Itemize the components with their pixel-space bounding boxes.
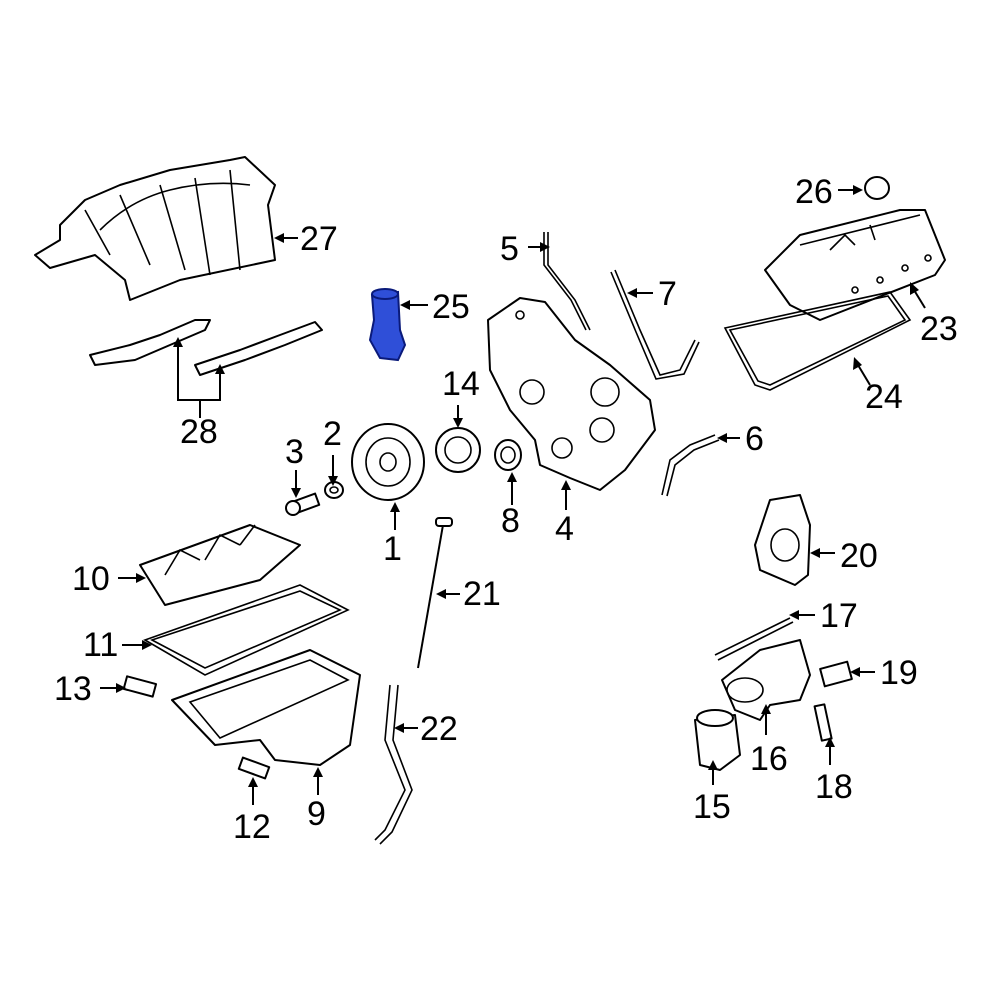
part-2-washer[interactable] xyxy=(324,481,344,499)
part-9-oil-pan[interactable] xyxy=(171,649,361,766)
part-1-pulley[interactable] xyxy=(351,423,425,501)
part-13-bolt[interactable] xyxy=(122,675,158,698)
part-14-seal[interactable] xyxy=(435,427,481,473)
callout-24: 24 xyxy=(865,378,903,416)
part-3-bolt[interactable] xyxy=(285,492,321,516)
part-6-tube[interactable] xyxy=(661,434,720,497)
part-27-intake-manifold[interactable] xyxy=(34,156,276,301)
part-18-bolt[interactable] xyxy=(813,703,833,742)
part-16-filter-adapter[interactable] xyxy=(721,639,811,721)
part-15-oil-filter[interactable] xyxy=(694,709,741,771)
callout-leaders xyxy=(100,185,926,805)
part-11-pan-gasket[interactable] xyxy=(143,584,350,676)
part-4-timing-cover[interactable] xyxy=(487,297,656,491)
part-10-baffle[interactable] xyxy=(139,524,301,606)
callout-6: 6 xyxy=(745,420,764,458)
part-19-sensor[interactable] xyxy=(819,660,853,688)
part-21-dipstick[interactable] xyxy=(417,517,453,669)
callout-22: 22 xyxy=(420,710,458,748)
callout-19: 19 xyxy=(880,654,918,692)
callout-1: 1 xyxy=(383,530,402,568)
part-12-drain-plug[interactable] xyxy=(237,756,271,780)
part-23-valve-cover[interactable] xyxy=(764,209,946,321)
part-25-highlighted-hose[interactable] xyxy=(368,288,407,362)
callout-5: 5 xyxy=(500,230,519,268)
callout-27: 27 xyxy=(300,220,338,258)
callout-12: 12 xyxy=(233,808,271,846)
callout-20: 20 xyxy=(840,537,878,575)
part-22-dipstick-tube[interactable] xyxy=(374,684,413,845)
callout-26: 26 xyxy=(795,173,833,211)
part-8-seal[interactable] xyxy=(494,439,522,471)
callout-21: 21 xyxy=(463,575,501,613)
part-24-valve-cover-gasket[interactable] xyxy=(723,291,912,391)
callout-2: 2 xyxy=(323,415,342,453)
callout-9: 9 xyxy=(307,795,326,833)
callout-11: 11 xyxy=(83,626,118,664)
part-17-gasket[interactable] xyxy=(714,617,794,661)
callout-3: 3 xyxy=(285,433,304,471)
callout-7: 7 xyxy=(658,275,677,313)
callout-23: 23 xyxy=(920,310,958,348)
callout-13: 13 xyxy=(54,670,92,708)
callout-8: 8 xyxy=(501,502,520,540)
part-20-cover[interactable] xyxy=(754,494,811,586)
callout-28: 28 xyxy=(180,413,218,451)
part-26-cap[interactable] xyxy=(864,176,890,200)
callout-16: 16 xyxy=(750,740,788,778)
callout-14: 14 xyxy=(442,365,480,403)
callout-4: 4 xyxy=(555,510,574,548)
callout-10: 10 xyxy=(72,560,110,598)
callout-25: 25 xyxy=(432,288,470,326)
callout-15: 15 xyxy=(693,788,731,826)
part-7-tube[interactable] xyxy=(610,269,700,380)
callout-18: 18 xyxy=(815,768,853,806)
part-28-intake-gaskets[interactable] xyxy=(89,319,323,376)
callout-labels: 1 2 3 4 5 6 7 8 9 10 11 12 13 14 15 16 1… xyxy=(54,173,958,846)
callout-17: 17 xyxy=(820,597,858,635)
